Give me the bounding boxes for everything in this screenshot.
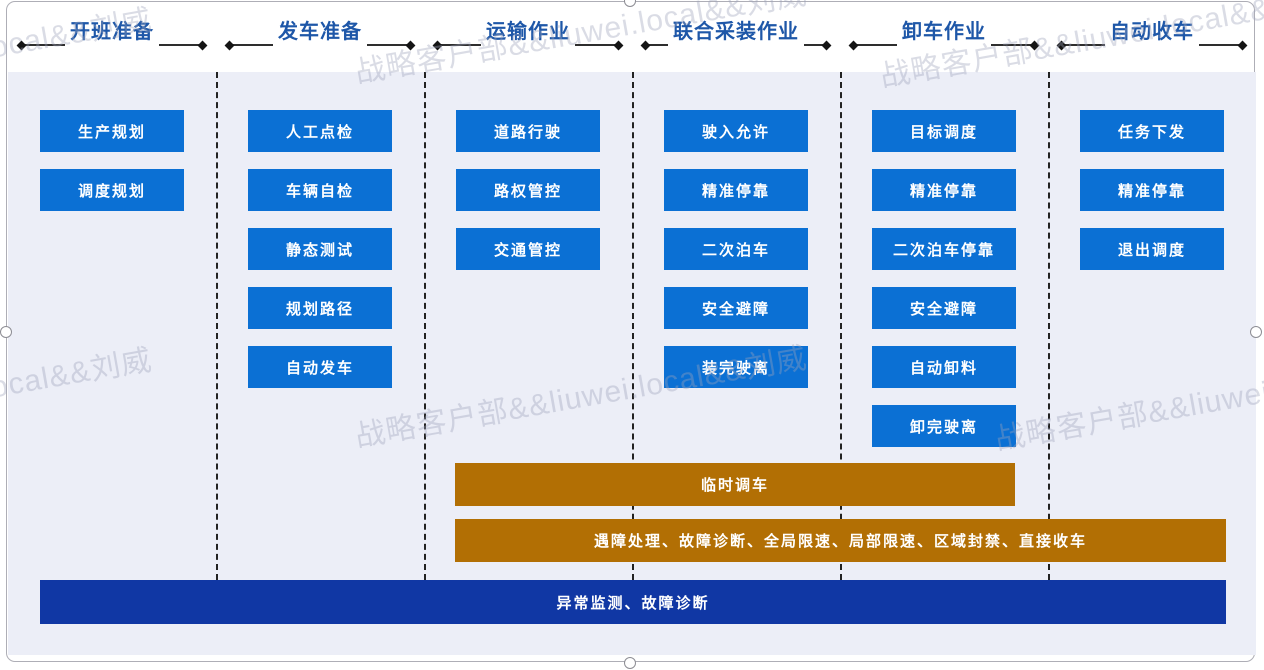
step-box: 二次泊车停靠	[872, 228, 1016, 270]
step-box: 精准停靠	[1080, 169, 1224, 211]
phase-column-5: 目标调度精准停靠二次泊车停靠安全避障自动卸料卸完驶离	[840, 72, 1048, 447]
step-box: 精准停靠	[872, 169, 1016, 211]
step-box: 精准停靠	[664, 169, 808, 211]
step-box: 规划路径	[248, 287, 392, 329]
column-separator	[840, 72, 842, 580]
connector-rule	[159, 44, 199, 46]
bar-anomaly-monitoring: 异常监测、故障诊断	[40, 580, 1226, 624]
connector-rule	[804, 44, 823, 46]
connector-rule	[1199, 44, 1239, 46]
phase-column-6: 任务下发精准停靠退出调度	[1048, 72, 1256, 447]
step-box: 调度规划	[40, 169, 184, 211]
phase-column-4: 驶入允许精准停靠二次泊车安全避障装完驶离	[632, 72, 840, 447]
phase-header-6: 自动收车	[1048, 0, 1256, 72]
step-box: 目标调度	[872, 110, 1016, 152]
connector-line-left	[224, 40, 273, 50]
phase-header-2: 发车准备	[216, 0, 424, 72]
step-box: 静态测试	[248, 228, 392, 270]
step-box: 装完驶离	[664, 346, 808, 388]
connector-line-left	[432, 40, 481, 50]
step-box: 人工点检	[248, 110, 392, 152]
connector-rule	[367, 44, 407, 46]
column-separator	[1048, 72, 1050, 580]
connector-line-right	[159, 40, 208, 50]
bar-exception-functions: 遇障处理、故障诊断、全局限速、局部限速、区域封禁、直接收车	[455, 519, 1226, 562]
step-box: 路权管控	[456, 169, 600, 211]
diamond-endpoint-icon	[821, 40, 832, 50]
connector-line-left	[640, 40, 668, 50]
diamond-endpoint-icon	[16, 40, 27, 50]
diamond-endpoint-icon	[405, 40, 416, 50]
step-box: 自动发车	[248, 346, 392, 388]
column-separator	[632, 72, 634, 580]
phase-title: 联合采装作业	[673, 20, 799, 43]
step-box: 道路行驶	[456, 110, 600, 152]
process-panel: 生产规划调度规划人工点检车辆自检静态测试规划路径自动发车道路行驶路权管控交通管控…	[8, 72, 1256, 655]
phase-column-1: 生产规划调度规划	[8, 72, 216, 447]
step-box: 自动卸料	[872, 346, 1016, 388]
connector-line-right	[575, 40, 624, 50]
step-box: 任务下发	[1080, 110, 1224, 152]
diamond-endpoint-icon	[432, 40, 443, 50]
phase-title: 运输作业	[486, 20, 570, 43]
diamond-endpoint-icon	[224, 40, 235, 50]
connector-rule	[1065, 44, 1105, 46]
step-box: 交通管控	[456, 228, 600, 270]
connector-rule	[575, 44, 615, 46]
diamond-endpoint-icon	[1029, 40, 1040, 50]
connector-line-left	[1056, 40, 1105, 50]
connector-line-left	[16, 40, 65, 50]
connector-line-right	[991, 40, 1040, 50]
phase-title: 开班准备	[70, 20, 154, 43]
resize-handle-left[interactable]	[0, 326, 12, 338]
phase-header-4: 联合采装作业	[632, 0, 840, 72]
phase-header-1: 开班准备	[8, 0, 216, 72]
bar-temporary-dispatch: 临时调车	[455, 463, 1015, 506]
diamond-endpoint-icon	[1237, 40, 1248, 50]
connector-rule	[857, 44, 897, 46]
phase-header-3: 运输作业	[424, 0, 632, 72]
resize-handle-bottom[interactable]	[624, 657, 636, 669]
resize-handle-right[interactable]	[1250, 326, 1262, 338]
column-separator	[216, 72, 218, 580]
diamond-endpoint-icon	[613, 40, 624, 50]
connector-rule	[441, 44, 481, 46]
connector-rule	[991, 44, 1031, 46]
diamond-endpoint-icon	[640, 40, 651, 50]
diamond-endpoint-icon	[197, 40, 208, 50]
step-box: 生产规划	[40, 110, 184, 152]
phase-title: 发车准备	[278, 20, 362, 43]
bar-label: 异常监测、故障诊断	[556, 594, 710, 612]
phase-column-2: 人工点检车辆自检静态测试规划路径自动发车	[216, 72, 424, 447]
connector-line-right	[367, 40, 416, 50]
diamond-endpoint-icon	[1056, 40, 1067, 50]
step-box: 退出调度	[1080, 228, 1224, 270]
phase-columns: 生产规划调度规划人工点检车辆自检静态测试规划路径自动发车道路行驶路权管控交通管控…	[8, 72, 1256, 447]
step-box: 二次泊车	[664, 228, 808, 270]
step-box: 安全避障	[872, 287, 1016, 329]
phase-column-3: 道路行驶路权管控交通管控	[424, 72, 632, 447]
step-box: 车辆自检	[248, 169, 392, 211]
connector-line-right	[1199, 40, 1248, 50]
phase-header-5: 卸车作业	[840, 0, 1048, 72]
step-box: 安全避障	[664, 287, 808, 329]
connector-rule	[233, 44, 273, 46]
connector-rule	[25, 44, 65, 46]
diamond-endpoint-icon	[848, 40, 859, 50]
step-box: 驶入允许	[664, 110, 808, 152]
phase-title: 卸车作业	[902, 20, 986, 43]
bar-label: 遇障处理、故障诊断、全局限速、局部限速、区域封禁、直接收车	[593, 533, 1087, 550]
bar-label: 临时调车	[700, 477, 769, 494]
phase-header-row: 开班准备 发车准备 运输作业 联合采装作业 卸车作业 自动收车	[8, 0, 1256, 72]
connector-line-left	[848, 40, 897, 50]
connector-rule	[649, 44, 668, 46]
step-box: 卸完驶离	[872, 405, 1016, 447]
column-separator	[424, 72, 426, 580]
connector-line-right	[804, 40, 832, 50]
phase-title: 自动收车	[1110, 20, 1194, 43]
